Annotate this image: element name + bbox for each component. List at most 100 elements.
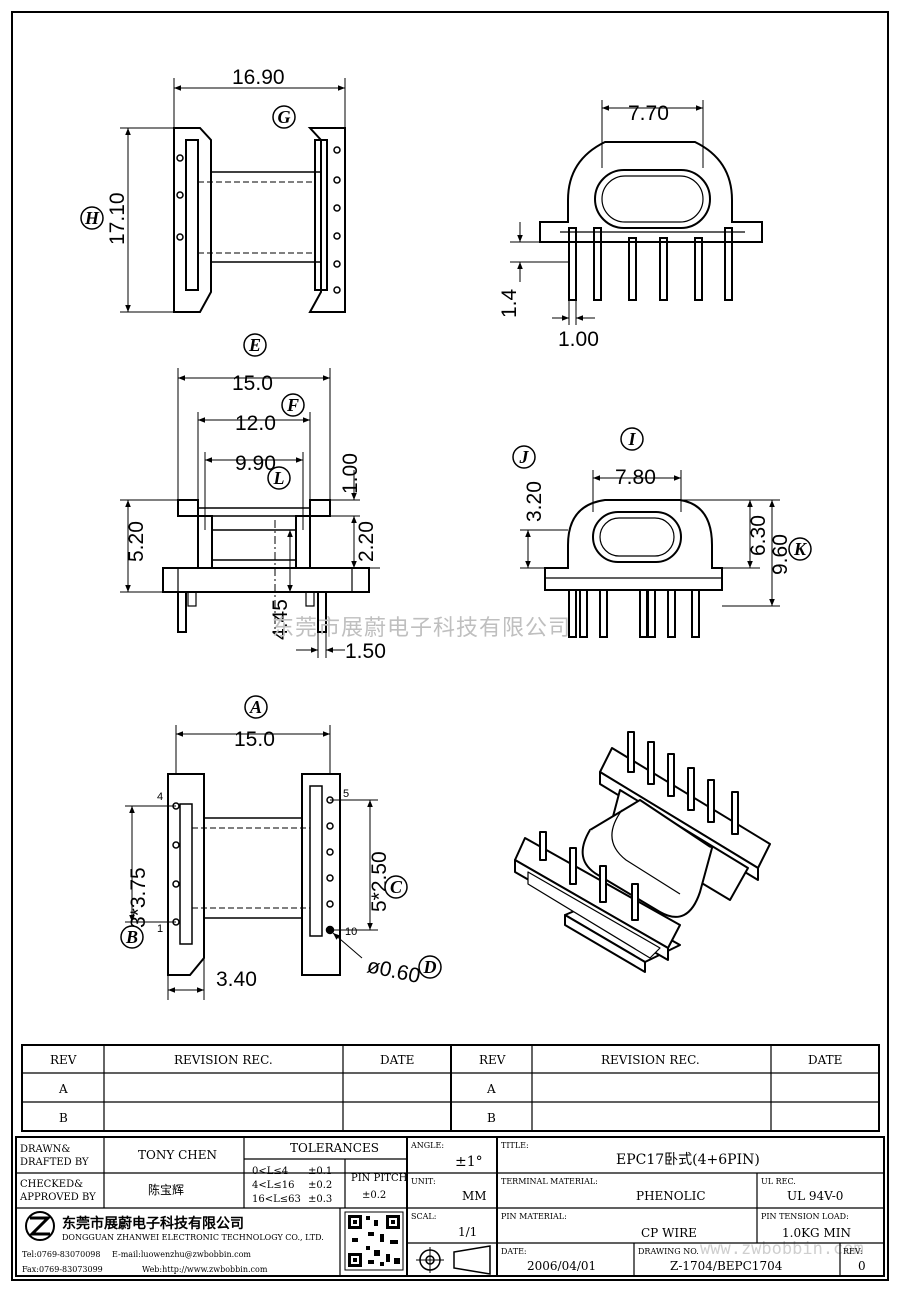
revision-rec-header-1: REVISION REC.: [174, 1053, 273, 1067]
unit-value: MM: [462, 1189, 487, 1203]
date-label: DATE:: [501, 1247, 527, 1256]
dim-pin-offset: 1.4: [498, 288, 521, 318]
tol-range-2: 4<L≤16: [252, 1180, 295, 1191]
svg-text:I: I: [627, 429, 636, 449]
svg-text:G: G: [278, 107, 291, 127]
rev-row-b-2: B: [487, 1111, 496, 1125]
dim-total-height: 5.20: [125, 521, 148, 562]
svg-text:B: B: [125, 927, 138, 947]
front-view: [510, 100, 763, 325]
dim-e-width: 15.0: [232, 372, 273, 395]
tension-value: 1.0KG MIN: [782, 1226, 851, 1240]
pin-pitch-label: PIN PITCH: [351, 1173, 408, 1184]
dim-base-offset: 3.40: [216, 968, 257, 991]
rev-label: REV:: [843, 1247, 863, 1256]
label-j: J: [512, 445, 536, 469]
label-g: G: [272, 105, 296, 129]
company-tel: Tel:0769-83070098: [22, 1250, 100, 1259]
dim-front-width: 7.70: [628, 102, 669, 125]
drawn-label-1: DRAWN&: [20, 1144, 70, 1155]
company-fax: Fax:0769-83073099: [22, 1265, 103, 1274]
tolerances-label: TOLERANCES: [290, 1141, 379, 1155]
dim-d-diameter: ø0.60: [365, 954, 422, 988]
dim-core-height: 2.20: [355, 521, 378, 562]
watermark-url: www.zwbobbin.com: [700, 1239, 864, 1259]
svg-text:C: C: [390, 877, 403, 897]
terminal-material-label: TERMINAL MATERIAL:: [501, 1177, 598, 1186]
dim-j-height: 3.20: [523, 481, 546, 522]
angle-value: ±1°: [455, 1154, 483, 1170]
revision-rec-header-2: REVISION REC.: [601, 1053, 700, 1067]
dim-b-spacing: 3*3.75: [127, 867, 150, 928]
rev-header-2: REV: [479, 1053, 506, 1067]
label-l: L: [267, 466, 291, 490]
unit-label: UNIT:: [411, 1177, 436, 1186]
checked-value: 陈宝辉: [148, 1182, 184, 1197]
dim-f-width: 12.0: [235, 412, 276, 435]
label-f: F: [281, 393, 305, 417]
drawing-border: [11, 11, 889, 1281]
rev-header-1: REV: [50, 1053, 77, 1067]
title-label: TITLE:: [501, 1141, 529, 1150]
label-b: B: [120, 925, 144, 949]
company-name-en: DONGGUAN ZHANWEI ELECTRONIC TECHNOLOGY C…: [62, 1233, 324, 1242]
pin-10-label: 10: [345, 926, 357, 938]
company-email: E-mail:luowenzhu@zwbobbin.com: [112, 1250, 251, 1259]
svg-text:L: L: [273, 468, 285, 488]
tol-value-3: ±0.3: [308, 1194, 332, 1205]
label-k: K: [788, 537, 812, 561]
company-logo: [25, 1211, 55, 1241]
tol-value-2: ±0.2: [308, 1180, 332, 1191]
qr-code: [344, 1211, 404, 1271]
isometric-view: [514, 731, 771, 973]
dim-c-spacing: 5*2.50: [368, 851, 391, 912]
dim-h-height: 17.10: [106, 192, 129, 245]
svg-text:K: K: [793, 539, 808, 559]
svg-text:H: H: [84, 208, 100, 228]
ul-value: UL 94V-0: [787, 1189, 843, 1203]
company-web: Web:http://www.zwbobbin.com: [142, 1265, 268, 1274]
label-a: A: [244, 695, 268, 719]
checked-label-1: CHECKED&: [20, 1179, 83, 1190]
pin-5-label: 5: [343, 788, 349, 800]
drawing-no-value: Z-1704/BEPC1704: [670, 1259, 783, 1273]
date-header-1: DATE: [380, 1053, 414, 1067]
svg-text:A: A: [249, 697, 262, 717]
svg-text:J: J: [519, 447, 530, 467]
end-view: [520, 470, 780, 638]
company-name-cn: 东莞市展蔚电子科技有限公司: [62, 1215, 244, 1232]
label-c: C: [384, 875, 408, 899]
revision-table: [21, 1044, 880, 1132]
drawn-value: TONY CHEN: [138, 1148, 217, 1162]
title-value: EPC17卧式(4+6PIN): [616, 1152, 760, 1168]
label-e: E: [243, 333, 267, 357]
top-view: [120, 78, 346, 313]
rev-row-a-1: A: [58, 1082, 68, 1096]
dim-pin-width: 1.00: [558, 328, 599, 351]
tol-range-3: 16<L≤63: [252, 1194, 301, 1205]
terminal-material-value: PHENOLIC: [636, 1189, 706, 1203]
ul-label: UL REC.: [761, 1177, 796, 1186]
dim-pin-length: 4.45: [269, 599, 292, 640]
scale-value: 1/1: [458, 1225, 477, 1239]
dim-a-width: 15.0: [234, 728, 275, 751]
drawn-label-2: DRAFTED BY: [20, 1157, 89, 1168]
dim-top-flange: 1.00: [339, 453, 362, 494]
rev-row-a-2: A: [486, 1082, 496, 1096]
tol-range-1: 0<L≤4: [252, 1166, 288, 1177]
title-block: [15, 1136, 885, 1277]
tol-value-1: ±0.1: [308, 1166, 332, 1177]
side-view: [120, 368, 380, 658]
pin-material-label: PIN MATERIAL:: [501, 1212, 567, 1221]
date-header-2: DATE: [808, 1053, 842, 1067]
rev-value: 0: [858, 1259, 866, 1273]
pin-pitch-value: ±0.2: [362, 1190, 386, 1201]
label-d: D: [418, 955, 442, 979]
pin-4-label: 4: [157, 791, 163, 803]
bottom-view: [125, 725, 378, 1000]
tension-label: PIN TENSION LOAD:: [761, 1212, 849, 1221]
angle-label: ANGLE:: [410, 1141, 444, 1150]
svg-text:E: E: [248, 335, 261, 355]
dim-g-width: 16.90: [232, 66, 285, 89]
